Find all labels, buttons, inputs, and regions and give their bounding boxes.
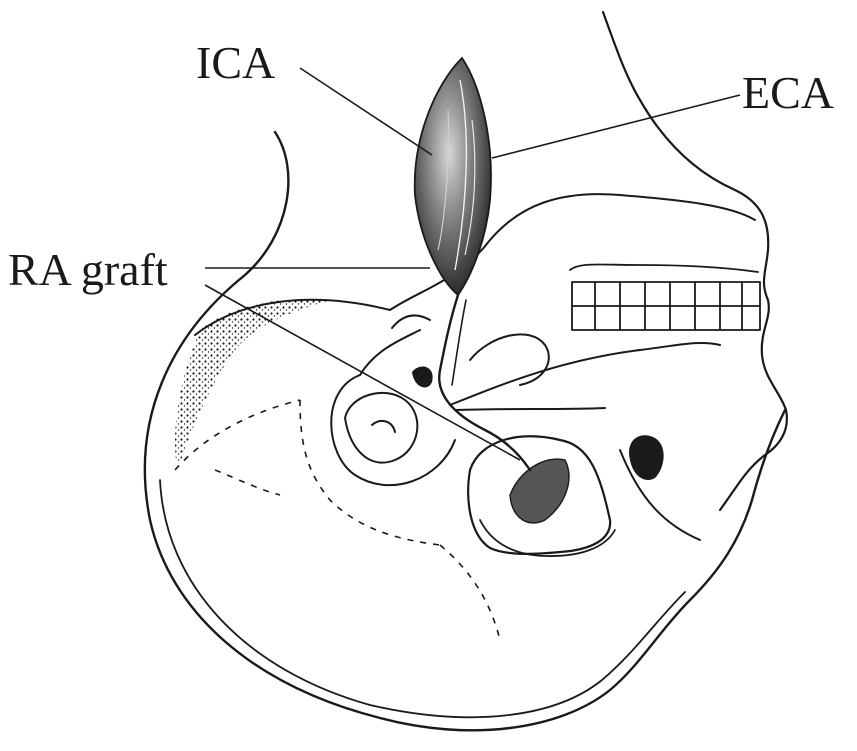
temporalis-muscle	[415, 58, 491, 295]
label-ra-graft: RA graft	[8, 244, 168, 295]
ear-region-dark	[412, 367, 433, 388]
label-eca: ECA	[742, 67, 834, 118]
suture-line-2	[300, 400, 440, 545]
vessel-branch-2	[392, 315, 430, 328]
zygomatic-arch	[450, 343, 720, 405]
ear-canal	[331, 375, 455, 485]
ra-graft-leader-line-2	[205, 285, 520, 460]
eca-leader-line	[492, 95, 740, 158]
ear-notch	[372, 421, 395, 432]
label-ica: ICA	[196, 37, 275, 88]
tragus	[470, 334, 549, 385]
ear-inner	[345, 393, 417, 463]
zygomatic-lower	[455, 408, 605, 410]
vessel-branch	[360, 330, 420, 375]
teeth	[572, 282, 760, 330]
suture-line-4	[215, 470, 280, 495]
skull-outline	[160, 480, 685, 717]
suture-line-3	[440, 545, 500, 640]
upper-jaw	[570, 264, 758, 272]
craniotomy-inner	[510, 459, 569, 523]
mastoid-shading	[629, 435, 664, 480]
occipital-shading	[175, 299, 330, 470]
ica-leader-line	[300, 68, 432, 155]
